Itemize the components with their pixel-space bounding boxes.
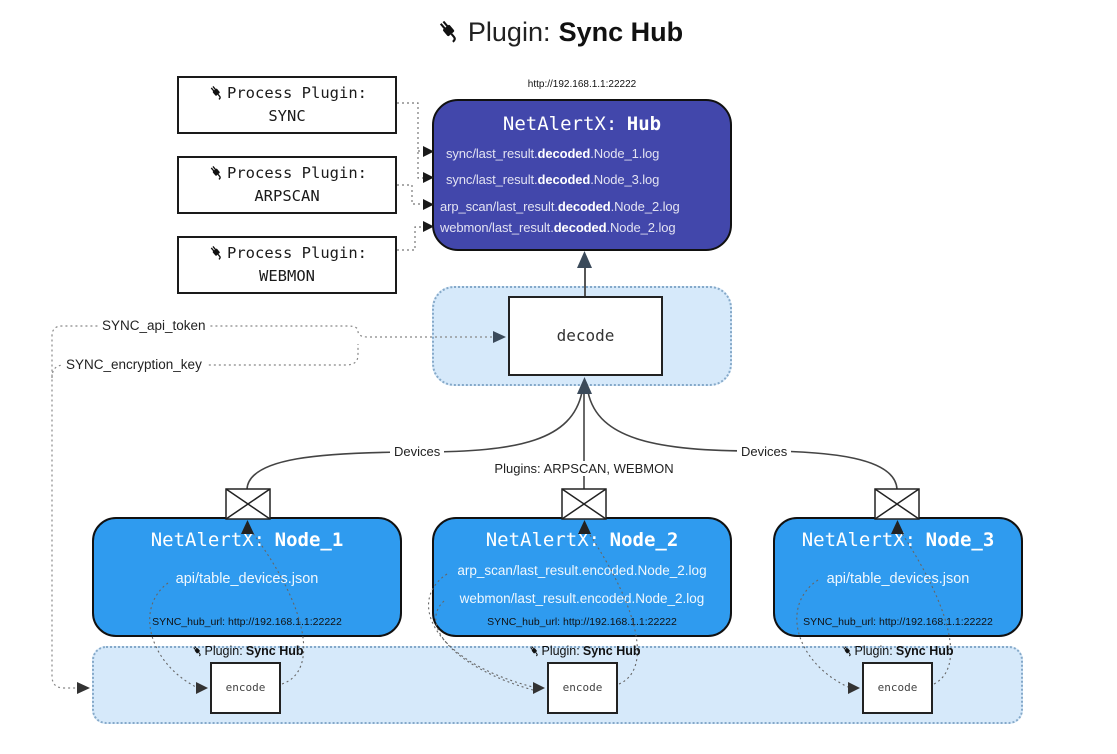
process-plugin-name: ARPSCAN	[254, 187, 320, 205]
plug-icon	[530, 646, 538, 657]
encode-box: encode	[862, 662, 933, 714]
title-prefix: Plugin:	[467, 17, 551, 47]
encode-plugin-label: Plugin:Sync Hub	[840, 644, 954, 658]
envelope-icon	[225, 488, 271, 520]
node-hub-url: SYNC_hub_url: http://192.168.1.1:22222	[803, 616, 993, 628]
title-name: Sync Hub	[558, 17, 684, 47]
hub-title: NetAlertX:Hub	[502, 113, 662, 135]
process-plugin-name: WEBMON	[259, 267, 315, 285]
hub-log-line: sync/last_result.decoded.Node_1.log	[446, 146, 660, 161]
process-plugin-box-sync: Process Plugin: SYNC	[177, 76, 397, 134]
encode-box: encode	[547, 662, 618, 714]
node-file: api/table_devices.json	[826, 571, 970, 587]
process-plugin-box-webmon: Process Plugin: WEBMON	[177, 236, 397, 294]
process-plugin-label: Process Plugin:	[227, 83, 367, 102]
devices-edge-label-left: Devices	[390, 444, 445, 459]
node-1-box: NetAlertX:Node_1 api/table_devices.json …	[92, 517, 402, 637]
sync-api-token-label: SYNC_api_token	[98, 318, 210, 333]
envelope-icon	[561, 488, 607, 520]
node-title: NetAlertX:Node_2	[485, 529, 679, 551]
plug-icon	[210, 85, 221, 100]
process-plugin-label: Process Plugin:	[227, 243, 367, 262]
node-title: NetAlertX:Node_1	[150, 529, 344, 551]
envelope-icon	[874, 488, 920, 520]
process-plugin-label: Process Plugin:	[227, 163, 367, 182]
encode-plugin-label: Plugin:Sync Hub	[190, 644, 304, 658]
node-file: arp_scan/last_result.encoded.Node_2.log	[457, 563, 707, 578]
plug-icon	[210, 165, 221, 180]
node-file: webmon/last_result.encoded.Node_2.log	[459, 591, 705, 606]
node-title: NetAlertX:Node_3	[801, 529, 995, 551]
encode-plugin-label: Plugin:Sync Hub	[527, 644, 641, 658]
hub-log-line: sync/last_result.decoded.Node_3.log	[446, 172, 660, 187]
node-file: api/table_devices.json	[175, 571, 319, 587]
page-title: Plugin:Sync Hub	[0, 16, 1117, 48]
process-plugin-box-arpscan: Process Plugin: ARPSCAN	[177, 156, 397, 214]
hub-log-line: arp_scan/last_result.decoded.Node_2.log	[440, 199, 680, 214]
plugin-to-hub-connectors	[397, 102, 424, 251]
node-hub-url: SYNC_hub_url: http://192.168.1.1:22222	[487, 616, 677, 628]
plug-icon	[843, 646, 851, 657]
sync-encryption-key-label: SYNC_encryption_key	[62, 357, 206, 372]
hub-box: NetAlertX:Hub sync/last_result.decoded.N…	[432, 99, 732, 251]
encode-box: encode	[210, 662, 281, 714]
hub-log-line: webmon/last_result.decoded.Node_2.log	[440, 220, 676, 235]
plug-icon	[210, 245, 221, 260]
hub-url: http://192.168.1.1:22222	[527, 79, 637, 90]
node-hub-url: SYNC_hub_url: http://192.168.1.1:22222	[152, 616, 342, 628]
devices-edge-label-right: Devices	[737, 444, 792, 459]
panel-input-arrowhead	[77, 682, 90, 694]
decode-box: decode	[508, 296, 663, 376]
process-plugin-name: SYNC	[268, 107, 306, 125]
node-2-box: NetAlertX:Node_2 arp_scan/last_result.en…	[432, 517, 732, 637]
plugins-edge-label: Plugins: ARPSCAN, WEBMON	[490, 461, 678, 476]
node-3-box: NetAlertX:Node_3 api/table_devices.json …	[773, 517, 1023, 637]
plug-icon	[193, 646, 201, 657]
plug-icon	[439, 20, 456, 43]
